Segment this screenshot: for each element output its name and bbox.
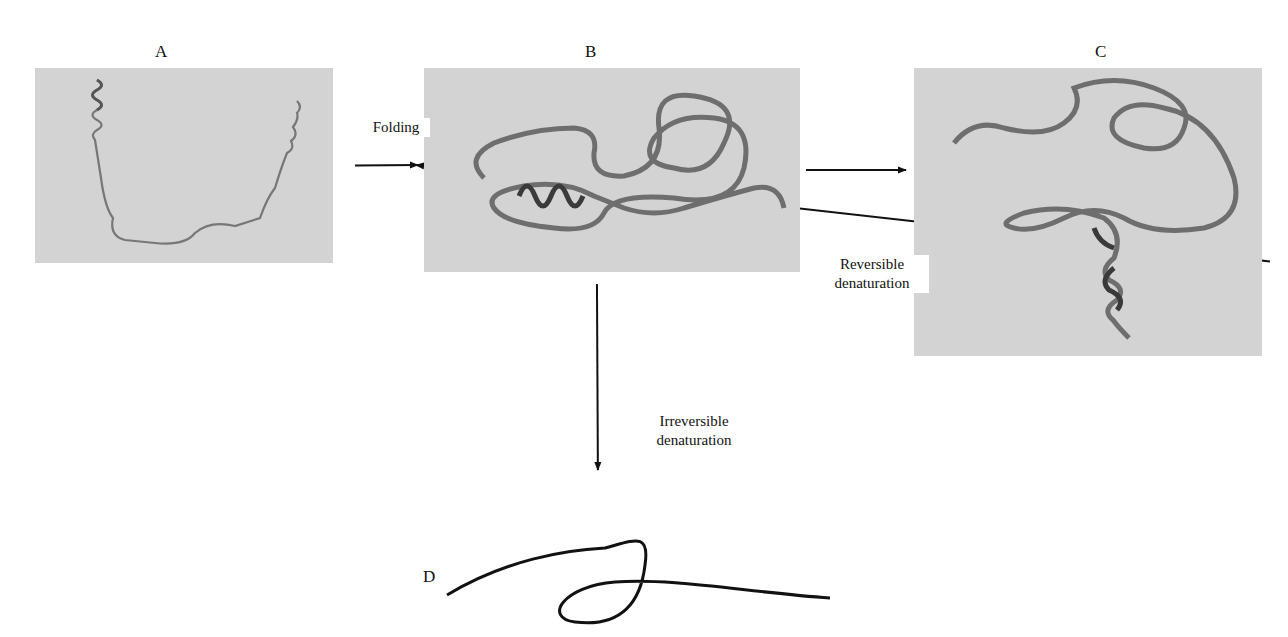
panel-letter: A [155, 42, 167, 62]
panel-letter: B [585, 42, 596, 62]
structure-panel: A [35, 68, 333, 263]
protein-chain [445, 470, 835, 630]
structure-panel: C [914, 68, 1262, 356]
panel-letter: C [1095, 42, 1106, 62]
reaction-arrow [806, 169, 906, 171]
arrow-label: Irreversible denaturation [642, 412, 746, 450]
protein-chain [424, 68, 800, 272]
protein-chain [914, 68, 1262, 356]
reaction-arrow [355, 164, 418, 167]
reaction-arrow [596, 284, 599, 470]
structure-figure: D [445, 470, 835, 630]
protein-chain [35, 68, 333, 263]
structure-panel: B [424, 68, 800, 272]
panel-letter: D [423, 567, 435, 587]
arrow-label: Folding [362, 118, 430, 137]
arrow-label: Reversible denaturation [815, 255, 929, 293]
